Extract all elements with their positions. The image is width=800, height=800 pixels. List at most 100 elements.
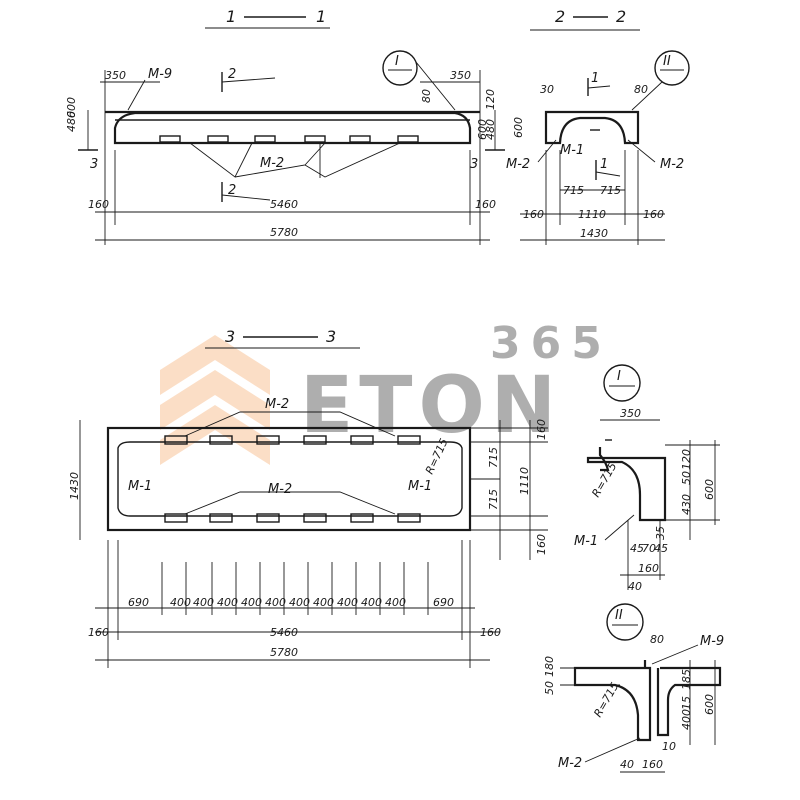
dim-s3-spacing-0: 690 bbox=[128, 596, 149, 609]
dim-d1-430: 430 bbox=[680, 494, 693, 515]
plan-plates-bottom bbox=[164, 513, 421, 523]
dim-d1-45b: 45 bbox=[654, 542, 668, 555]
dim-s3-spacing-4: 400 bbox=[241, 596, 262, 609]
detail-I: I 350 R=715 120 50 430 600 35 M-1 45 70 … bbox=[574, 364, 720, 593]
embedded-plates-top bbox=[159, 135, 419, 143]
callout-II: II bbox=[631, 50, 690, 111]
mark-m9-d2: M-9 bbox=[700, 634, 724, 649]
cut-mark-1-bottom: 1 bbox=[595, 157, 621, 180]
dim-d2-160: 160 bbox=[642, 758, 663, 771]
dim-s3-spacing-6: 400 bbox=[289, 596, 310, 609]
dim-s3-spacing-1: 400 bbox=[170, 596, 191, 609]
section-2-2-title-right: 2 bbox=[616, 7, 626, 26]
dim-s2-30: 30 bbox=[540, 83, 554, 96]
dim-d2-15: 15 bbox=[680, 696, 693, 710]
svg-text:1: 1 bbox=[591, 71, 599, 86]
detail-II: II 80 M-9 R=715 50 180 185 15 400 600 10… bbox=[543, 603, 724, 773]
detail-I-label: I bbox=[617, 369, 621, 384]
section-3-3: 3 3 M-2 M-2 M-1 M-1 R=715 bbox=[68, 327, 548, 668]
section-1-1-title-right: 1 bbox=[316, 7, 326, 26]
radius-d2: R=715 bbox=[591, 680, 621, 719]
plan-plates-top bbox=[164, 435, 421, 445]
dim-d2-80: 80 bbox=[650, 633, 664, 646]
svg-text:II: II bbox=[663, 54, 671, 69]
cut-mark-1-top: 1 bbox=[587, 71, 611, 96]
dim-s3-160b: 160 bbox=[535, 534, 548, 555]
cut-mark-3-left: 3 bbox=[78, 110, 98, 172]
svg-text:3: 3 bbox=[90, 157, 98, 172]
section-1-1-title-left: 1 bbox=[226, 7, 236, 26]
dim-s1-80: 80 bbox=[420, 89, 433, 103]
dim-s1-end-left: 160 bbox=[88, 198, 109, 211]
svg-text:I: I bbox=[395, 54, 399, 69]
dim-s1-total: 5780 bbox=[270, 226, 298, 239]
dim-s3-spacing-3: 400 bbox=[217, 596, 238, 609]
svg-text:3: 3 bbox=[470, 157, 478, 172]
section-3-3-title-right: 3 bbox=[326, 327, 336, 346]
dim-s2-715a: 715 bbox=[563, 184, 584, 197]
watermark-logo-icon bbox=[160, 335, 270, 465]
dim-d2-50: 50 bbox=[543, 681, 556, 695]
mark-m1-s3-left: M-1 bbox=[128, 479, 152, 494]
dim-d2-400: 400 bbox=[680, 709, 693, 730]
svg-text:1: 1 bbox=[600, 157, 608, 172]
dim-s3-spacing-5: 400 bbox=[265, 596, 286, 609]
svg-text:2: 2 bbox=[228, 67, 236, 82]
svg-text:2: 2 bbox=[228, 183, 236, 198]
cut-mark-2-top: 2 bbox=[221, 67, 276, 92]
dim-d2-10: 10 bbox=[662, 740, 676, 753]
mark-m1-s3-right: M-1 bbox=[408, 479, 432, 494]
callout-I: I bbox=[382, 50, 456, 111]
dim-s1-left-600: 600 bbox=[65, 97, 78, 118]
dim-s3-160a: 160 bbox=[535, 419, 548, 440]
dim-s3-715a: 715 bbox=[487, 447, 500, 468]
dim-s2-80: 80 bbox=[634, 83, 648, 96]
dim-d2-180: 180 bbox=[543, 656, 556, 677]
dim-d2-40: 40 bbox=[620, 758, 634, 771]
dim-d1-600: 600 bbox=[703, 479, 716, 500]
dim-s1-120: 120 bbox=[484, 89, 497, 110]
dim-d2-185: 185 bbox=[680, 669, 693, 690]
dim-d1-350: 350 bbox=[620, 407, 641, 420]
dim-s1-480: 480 bbox=[484, 119, 497, 140]
dim-s1-600: 600 bbox=[476, 119, 489, 140]
dim-s3-total: 5780 bbox=[270, 646, 298, 659]
section-2-2: 2 2 II 1 1 30 80 600 M-1 M-2 M-2 bbox=[506, 7, 690, 245]
mark-m2-s2-left: M-2 bbox=[506, 157, 530, 172]
dim-s3-spacing-11: 690 bbox=[433, 596, 454, 609]
dim-s1-left-350: 350 bbox=[105, 69, 126, 82]
cut-mark-3-right: 3 bbox=[470, 110, 505, 172]
dim-s3-end-left: 160 bbox=[88, 626, 109, 639]
mark-m9-s1: M-9 bbox=[148, 67, 172, 82]
dim-s1-right-350: 350 bbox=[450, 69, 471, 82]
beam-cross-section bbox=[544, 110, 640, 145]
dim-s3-inner: 5460 bbox=[270, 626, 298, 639]
dim-d1-40: 40 bbox=[628, 580, 642, 593]
dim-s3-spacing-7: 400 bbox=[313, 596, 334, 609]
dim-s2-1430: 1430 bbox=[580, 227, 608, 240]
watermark: 365 ETON bbox=[160, 318, 602, 465]
detail-II-label: II bbox=[615, 608, 623, 623]
mark-m2-d2: M-2 bbox=[558, 756, 582, 771]
section-2-2-title-left: 2 bbox=[555, 7, 565, 26]
watermark-brand: ETON bbox=[300, 361, 562, 451]
dim-s3-1430: 1430 bbox=[68, 472, 81, 500]
plan-tick-lines bbox=[161, 562, 429, 615]
mark-m2-s2-right: M-2 bbox=[660, 157, 684, 172]
dim-s3-1110: 1110 bbox=[518, 467, 531, 495]
dim-s3-spacing-9: 400 bbox=[361, 596, 382, 609]
mark-m2-s3-top: M-2 bbox=[265, 397, 289, 412]
dim-s3-715b: 715 bbox=[487, 489, 500, 510]
dim-d1-35: 35 bbox=[654, 526, 667, 540]
dim-s3-spacing-8: 400 bbox=[337, 596, 358, 609]
mark-m1-d1: M-1 bbox=[574, 534, 598, 549]
section-1-1: 1 1 M-2 350 350 M-9 bbox=[65, 7, 505, 245]
dim-d1-50: 50 bbox=[680, 471, 693, 485]
cut-mark-2-bottom: 2 bbox=[221, 182, 271, 202]
dim-d1-120: 120 bbox=[680, 449, 693, 470]
mark-m2-s3-bottom: M-2 bbox=[268, 482, 292, 497]
dim-s1-left-480: 480 bbox=[65, 111, 78, 132]
dim-d1-160: 160 bbox=[638, 562, 659, 575]
dim-s2-1110: 1110 bbox=[578, 208, 606, 221]
